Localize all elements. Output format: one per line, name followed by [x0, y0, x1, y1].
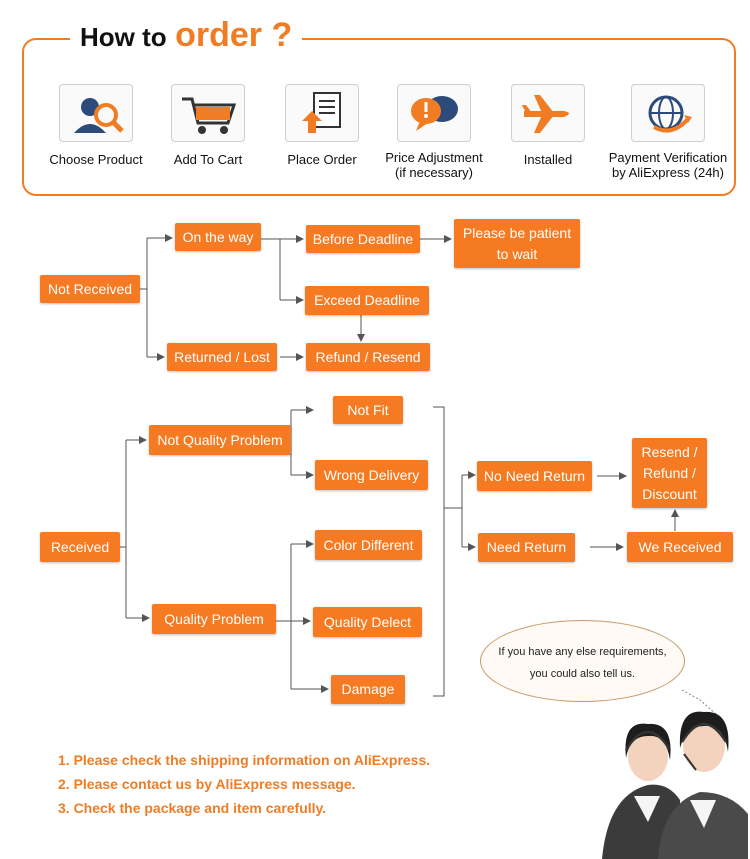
step-choose-product: Choose Product	[36, 84, 156, 167]
how-to-order-frame	[22, 38, 736, 196]
node-exceed-deadline: Exceed Deadline	[305, 286, 429, 315]
bubble-line-2: you could also tell us.	[529, 668, 636, 680]
bubble-line-1: If you have any else requirements,	[498, 646, 667, 658]
page-title: How to order ?	[70, 16, 303, 55]
search-person-icon	[59, 84, 133, 142]
note-item: 3. Check the package and item carefully.	[58, 800, 327, 816]
step-label: Price Adjustment (if necessary)	[385, 150, 483, 180]
step-place-order: Place Order	[262, 84, 382, 167]
note-item: 2. Please contact us by AliExpress messa…	[58, 776, 356, 792]
node-no-need-return: No Need Return	[477, 461, 592, 491]
node-color-different: Color Different	[315, 530, 422, 560]
node-please-wait: Please be patient to wait	[454, 219, 580, 268]
chat-bubbles-icon	[397, 84, 471, 142]
document-upload-icon	[285, 84, 359, 142]
title-main: order ?	[175, 16, 293, 54]
step-label: Choose Product	[49, 152, 143, 167]
node-damage: Damage	[331, 675, 405, 704]
globe-icon	[631, 84, 705, 142]
node-not-received: Not Received	[40, 275, 140, 303]
step-label: Payment Verification by AliExpress (24h)	[608, 150, 728, 180]
node-received: Received	[40, 532, 120, 562]
node-before-deadline: Before Deadline	[306, 225, 420, 253]
node-quality-defect: Quality Delect	[313, 607, 422, 637]
node-not-quality-problem: Not Quality Problem	[149, 425, 291, 455]
step-label: Installed	[523, 152, 573, 167]
node-we-received: We Received	[627, 532, 733, 562]
node-wrong-delivery: Wrong Delivery	[315, 460, 428, 490]
node-resend-refund-discount: Resend / Refund / Discount	[632, 438, 707, 508]
step-label: Place Order	[287, 152, 357, 167]
step-payment-verification: Payment Verification by AliExpress (24h)	[608, 84, 728, 180]
node-not-fit: Not Fit	[333, 396, 403, 424]
node-on-the-way: On the way	[175, 223, 261, 251]
node-returned-lost: Returned / Lost	[167, 343, 277, 371]
node-quality-problem: Quality Problem	[152, 604, 276, 634]
node-need-return: Need Return	[478, 533, 575, 562]
node-refund-resend: Refund / Resend	[306, 343, 430, 371]
step-installed: Installed	[488, 84, 608, 167]
help-bubble: If you have any else requirements, you c…	[480, 620, 685, 702]
step-price-adjustment: Price Adjustment (if necessary)	[374, 84, 494, 180]
shopping-cart-icon	[171, 84, 245, 142]
customer-service-agents-illustration	[602, 711, 748, 859]
airplane-icon	[511, 84, 585, 142]
note-item: 1. Please check the shipping information…	[58, 752, 431, 768]
step-add-to-cart: Add To Cart	[148, 84, 268, 167]
title-prefix: How to	[80, 22, 167, 52]
notes-list: 1. Please check the shipping information…	[58, 752, 430, 824]
step-label: Add To Cart	[173, 152, 243, 167]
